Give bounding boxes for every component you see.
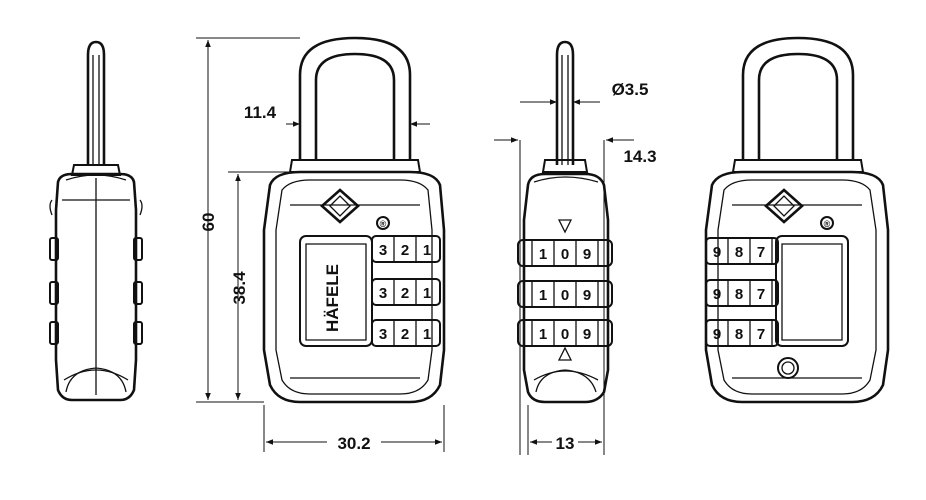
- side-dial-row-3: 1 0 9: [517, 319, 613, 347]
- front-dial-row-2: 3 2 1: [371, 278, 441, 306]
- side-dial-digit: 1: [539, 326, 547, 343]
- dim-shackle-offset: 14.3: [623, 147, 656, 166]
- back-dial-digit: 7: [757, 244, 765, 261]
- front-dial-digit: 2: [401, 326, 409, 343]
- side-dial-digit: 9: [583, 287, 591, 304]
- back-dial-row-3: 9 8 7: [705, 319, 779, 347]
- back-dial-digit: 8: [735, 326, 743, 343]
- back-view: ® 9 8 7 9 8 7 9 8: [704, 36, 890, 404]
- left-side-view: [49, 40, 143, 402]
- front-view: ® HÄFELE 3 2 1 3 2 1: [196, 36, 446, 453]
- brand-label: HÄFELE: [323, 264, 342, 332]
- side-dial-row-2: 1 0 9: [517, 280, 613, 308]
- side-dial-digit: 9: [583, 246, 591, 263]
- back-dial-digit: 7: [757, 326, 765, 343]
- back-dial-row-2: 9 8 7: [705, 279, 779, 307]
- front-dial-row-3: 3 2 1: [371, 319, 441, 347]
- front-dial-digit: 1: [423, 326, 431, 343]
- side-dial-digit: 0: [561, 326, 569, 343]
- registered-mark-back: ®: [824, 219, 831, 229]
- front-dial-digit: 2: [401, 242, 409, 259]
- side-dials: 1 0 9 1 0 9 1 0 9: [517, 239, 613, 347]
- front-dial-digit: 2: [401, 285, 409, 302]
- dim-body-height: 38.4: [230, 271, 249, 305]
- dim-shackle-diameter: Ø3.5: [612, 80, 649, 99]
- dim-body-width: 30.2: [337, 434, 370, 453]
- dim-total-height: 60: [199, 213, 218, 232]
- side-view: 1 0 9 1 0 9 1 0 9 Ø3.5: [494, 40, 657, 455]
- back-dial-digit: 7: [757, 286, 765, 303]
- back-dial-digit: 9: [713, 326, 721, 343]
- front-dial-digit: 1: [423, 285, 431, 302]
- side-dial-digit: 1: [539, 246, 547, 263]
- back-dials: 9 8 7 9 8 7 9 8 7: [705, 237, 779, 347]
- back-dial-digit: 9: [713, 286, 721, 303]
- front-dial-digit: 3: [379, 326, 387, 343]
- dim-depth: 13: [556, 434, 575, 453]
- dim-shackle-width: 11.4: [244, 103, 277, 122]
- side-dial-digit: 9: [583, 326, 591, 343]
- front-dial-row-1: 3 2 1: [371, 235, 441, 263]
- side-dial-digit: 1: [539, 287, 547, 304]
- side-dial-digit: 0: [561, 287, 569, 304]
- registered-mark-front: ®: [380, 219, 387, 229]
- side-dial-row-1: 1 0 9: [517, 239, 613, 267]
- side-dial-digit: 0: [561, 246, 569, 263]
- back-dial-digit: 9: [713, 244, 721, 261]
- front-dial-digit: 1: [423, 242, 431, 259]
- back-dial-row-1: 9 8 7: [705, 237, 779, 265]
- front-dial-digit: 3: [379, 285, 387, 302]
- front-dials: 3 2 1 3 2 1 3 2 1: [371, 235, 441, 347]
- back-dial-digit: 8: [735, 286, 743, 303]
- back-dial-digit: 8: [735, 244, 743, 261]
- front-dial-digit: 3: [379, 242, 387, 259]
